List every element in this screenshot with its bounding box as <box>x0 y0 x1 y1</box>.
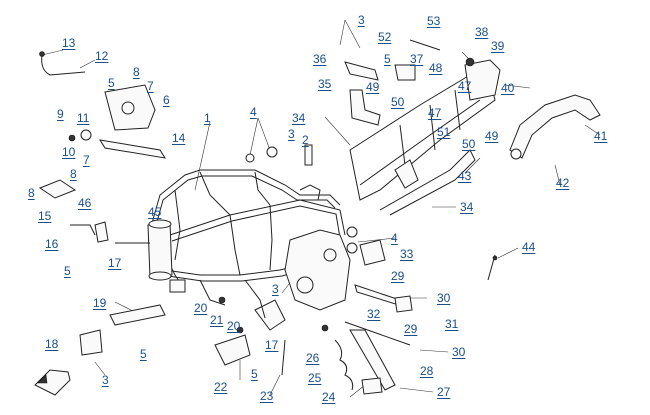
callout-31[interactable]: 31 <box>445 317 459 331</box>
callout-34[interactable]: 34 <box>292 111 306 125</box>
callout-47[interactable]: 47 <box>428 106 442 120</box>
callout-36[interactable]: 36 <box>313 52 327 66</box>
callout-22[interactable]: 22 <box>214 380 228 394</box>
callout-37[interactable]: 37 <box>410 52 424 66</box>
grab-rail <box>509 94 601 160</box>
callout-20[interactable]: 20 <box>227 319 241 333</box>
callout-5[interactable]: 5 <box>64 264 71 278</box>
callout-17[interactable]: 17 <box>265 338 279 352</box>
callout-40[interactable]: 40 <box>501 81 515 95</box>
callout-25[interactable]: 25 <box>308 371 322 385</box>
callout-28[interactable]: 28 <box>420 364 434 378</box>
callout-51[interactable]: 51 <box>437 125 451 139</box>
callout-52[interactable]: 52 <box>378 30 392 44</box>
callout-5[interactable]: 5 <box>251 367 258 381</box>
callout-8[interactable]: 8 <box>28 186 35 200</box>
callout-43[interactable]: 43 <box>458 169 472 183</box>
callout-7[interactable]: 7 <box>147 79 154 93</box>
callout-33[interactable]: 33 <box>400 247 414 261</box>
callout-18[interactable]: 18 <box>45 337 59 351</box>
rear-subframe <box>349 59 501 216</box>
callout-10[interactable]: 10 <box>62 145 76 159</box>
callout-50[interactable]: 50 <box>391 95 405 109</box>
callout-47[interactable]: 47 <box>458 79 472 93</box>
callout-44[interactable]: 44 <box>522 240 536 254</box>
callout-26[interactable]: 26 <box>306 351 320 365</box>
callout-29[interactable]: 29 <box>404 322 418 336</box>
callout-19[interactable]: 19 <box>93 296 107 310</box>
callout-16[interactable]: 16 <box>45 237 59 251</box>
callout-21[interactable]: 21 <box>210 313 224 327</box>
callout-4[interactable]: 4 <box>250 105 257 119</box>
callout-49[interactable]: 49 <box>485 129 499 143</box>
callout-14[interactable]: 14 <box>172 131 186 145</box>
callout-7[interactable]: 7 <box>83 153 90 167</box>
callout-3[interactable]: 3 <box>102 373 109 387</box>
callout-34[interactable]: 34 <box>460 200 474 214</box>
callout-5[interactable]: 5 <box>140 347 147 361</box>
main-frame <box>147 169 351 331</box>
leader-lines <box>41 19 601 398</box>
callout-50[interactable]: 50 <box>462 137 476 151</box>
callout-2[interactable]: 2 <box>302 133 309 147</box>
callout-4[interactable]: 4 <box>391 231 398 245</box>
callout-13[interactable]: 13 <box>62 36 76 50</box>
callout-48[interactable]: 48 <box>429 61 443 75</box>
callout-20[interactable]: 20 <box>194 301 208 315</box>
callout-49[interactable]: 49 <box>366 80 380 94</box>
callout-35[interactable]: 35 <box>318 77 332 91</box>
callout-27[interactable]: 27 <box>437 385 451 399</box>
callout-39[interactable]: 39 <box>491 39 505 53</box>
callout-29[interactable]: 29 <box>391 269 405 283</box>
callout-30[interactable]: 30 <box>452 345 466 359</box>
callout-42[interactable]: 42 <box>556 176 570 190</box>
callout-38[interactable]: 38 <box>475 25 489 39</box>
callout-46[interactable]: 46 <box>78 196 92 210</box>
callout-30[interactable]: 30 <box>437 291 451 305</box>
callout-12[interactable]: 12 <box>95 49 109 63</box>
callout-24[interactable]: 24 <box>322 390 336 404</box>
callout-8[interactable]: 8 <box>133 65 140 79</box>
callout-41[interactable]: 41 <box>594 129 608 143</box>
callout-6[interactable]: 6 <box>163 93 170 107</box>
callout-5[interactable]: 5 <box>384 52 391 66</box>
callout-32[interactable]: 32 <box>367 307 381 321</box>
callout-5[interactable]: 5 <box>108 76 115 90</box>
callout-1[interactable]: 1 <box>204 111 211 125</box>
callout-9[interactable]: 9 <box>57 107 64 121</box>
callout-11[interactable]: 11 <box>77 111 90 125</box>
callout-8[interactable]: 8 <box>70 167 77 181</box>
callout-3[interactable]: 3 <box>272 282 279 296</box>
callout-45[interactable]: 45 <box>148 205 162 219</box>
callout-17[interactable]: 17 <box>108 256 122 270</box>
callout-3[interactable]: 3 <box>288 127 295 141</box>
callout-3[interactable]: 3 <box>358 13 365 27</box>
callout-15[interactable]: 15 <box>38 209 52 223</box>
callout-23[interactable]: 23 <box>260 389 274 403</box>
small-parts <box>38 39 498 395</box>
front-arrow-icon <box>34 369 71 396</box>
callout-53[interactable]: 53 <box>427 14 441 28</box>
